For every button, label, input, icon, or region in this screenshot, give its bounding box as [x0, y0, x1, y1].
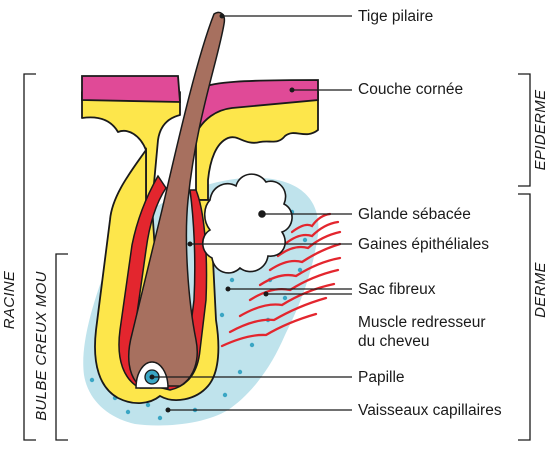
label-vaisseaux-capillaires: Vaisseaux capillaires: [358, 402, 502, 419]
hair-shaft: [127, 11, 226, 387]
stratum-corneum-left: [81, 75, 181, 103]
side-label-derme: DERME: [532, 261, 549, 317]
label-couche-cornee: Couche cornée: [358, 81, 463, 98]
bulbe-bracket: [55, 253, 68, 441]
label-muscle-line2: du cheveu: [358, 333, 430, 350]
label-gaines-epitheliales: Gaines épithéliales: [358, 236, 489, 253]
label-papille: Papille: [358, 369, 405, 386]
label-sac-fibreux: Sac fibreux: [358, 281, 436, 298]
leader-lines: [149, 13, 352, 413]
racine-bracket: [23, 73, 36, 441]
epiderme-bracket: [518, 73, 531, 187]
stratum-corneum-right: [197, 79, 319, 131]
side-label-bulbe: BULBE CREUX MOU: [33, 271, 50, 421]
label-muscle-line1: Muscle redresseur: [358, 314, 486, 331]
label-glande-sebacee: Glande sébacée: [358, 206, 471, 223]
arrector-pili-muscle: [220, 212, 342, 348]
label-tige-pilaire: Tige pilaire: [358, 8, 433, 25]
epidermis-left: [81, 91, 181, 206]
derme-bracket: [518, 193, 531, 441]
side-label-racine: RACINE: [1, 270, 18, 329]
side-label-epiderme: EPIDERME: [532, 89, 549, 170]
epidermis-right: [191, 91, 319, 201]
